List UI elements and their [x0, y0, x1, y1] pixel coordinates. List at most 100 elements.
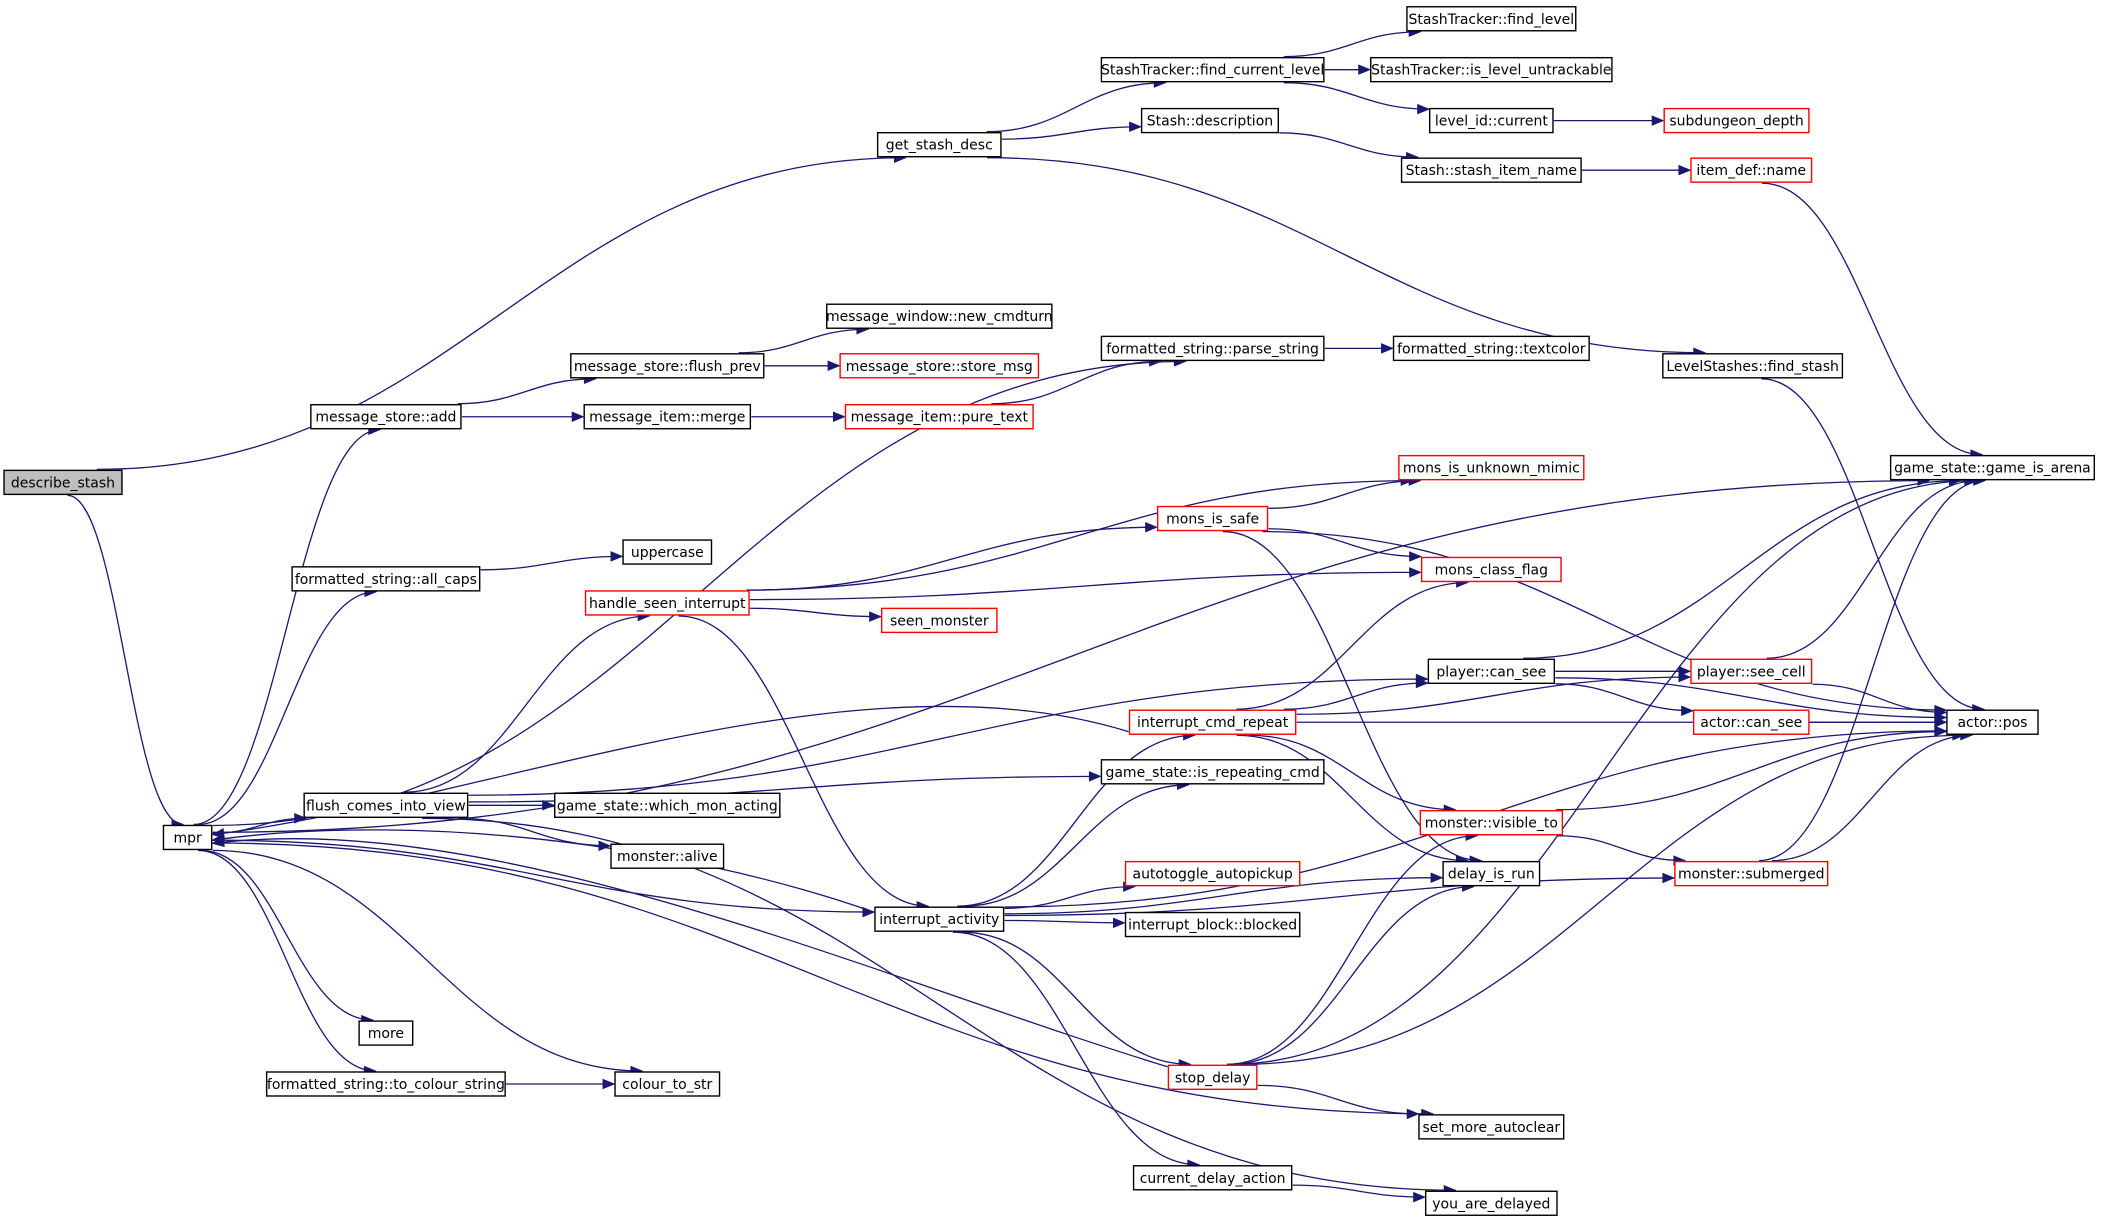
- node-pure_text[interactable]: message_item::pure_text: [844, 404, 1034, 430]
- node-item_def_name[interactable]: item_def::name: [1690, 157, 1813, 183]
- node-box[interactable]: [3, 469, 123, 496]
- node-store_msg[interactable]: message_store::store_msg: [839, 353, 1040, 379]
- node-mons_class_flag[interactable]: mons_class_flag: [1420, 556, 1562, 583]
- node-box[interactable]: [622, 539, 713, 565]
- node-box[interactable]: [1140, 107, 1279, 134]
- node-player_see_cell[interactable]: player::see_cell: [1690, 658, 1813, 685]
- node-box[interactable]: [1100, 335, 1325, 362]
- node-box[interactable]: [1690, 157, 1813, 183]
- node-box[interactable]: [570, 353, 765, 379]
- node-actor_can_see[interactable]: actor::can_see: [1692, 709, 1810, 735]
- node-set_more_autoclear[interactable]: set_more_autoclear: [1418, 1114, 1565, 1140]
- node-stash_description[interactable]: Stash::description: [1140, 107, 1279, 134]
- node-box[interactable]: [1370, 56, 1613, 83]
- node-box[interactable]: [1946, 709, 2039, 735]
- node-box[interactable]: [1156, 505, 1269, 532]
- node-box[interactable]: [1662, 353, 1844, 379]
- node-message_store_add[interactable]: message_store::add: [310, 404, 462, 430]
- node-colour_to_str[interactable]: colour_to_str: [614, 1071, 721, 1097]
- node-monster_alive[interactable]: monster::alive: [610, 843, 725, 869]
- node-box[interactable]: [310, 404, 462, 430]
- node-mons_is_safe[interactable]: mons_is_safe: [1156, 505, 1269, 532]
- node-autotoggle_autopickup[interactable]: autotoggle_autopickup: [1124, 860, 1301, 887]
- node-is_level_untrackable[interactable]: StashTracker::is_level_untrackable: [1370, 56, 1613, 83]
- node-mpr[interactable]: mpr: [162, 824, 213, 851]
- node-handle_seen_interrupt[interactable]: handle_seen_interrupt: [584, 590, 750, 616]
- node-game_is_arena[interactable]: game_state::game_is_arena: [1889, 454, 2096, 481]
- node-box[interactable]: [554, 792, 781, 818]
- node-level_current[interactable]: level_id::current: [1428, 107, 1554, 134]
- node-more[interactable]: more: [358, 1020, 414, 1046]
- node-find_level[interactable]: StashTracker::find_level: [1406, 6, 1577, 32]
- node-flush_comes_into_view[interactable]: flush_comes_into_view: [303, 792, 469, 818]
- node-box[interactable]: [1124, 860, 1301, 887]
- node-new_cmdturn[interactable]: message_window::new_cmdturn: [826, 303, 1053, 329]
- node-box[interactable]: [876, 132, 1002, 158]
- node-seen_monster[interactable]: seen_monster: [880, 607, 998, 634]
- node-box[interactable]: [1428, 107, 1554, 134]
- node-box[interactable]: [610, 843, 725, 869]
- node-box[interactable]: [583, 404, 752, 430]
- node-box[interactable]: [1100, 759, 1325, 785]
- node-box[interactable]: [1406, 6, 1577, 32]
- node-box[interactable]: [1167, 1064, 1258, 1090]
- node-delay_is_run[interactable]: delay_is_run: [1442, 860, 1541, 887]
- node-box[interactable]: [1132, 1165, 1293, 1191]
- node-interrupt_block_blocked[interactable]: interrupt_block::blocked: [1124, 911, 1301, 938]
- node-box[interactable]: [1674, 860, 1829, 887]
- node-find_current_level[interactable]: StashTracker::find_current_level: [1100, 56, 1325, 83]
- node-box[interactable]: [1419, 810, 1564, 836]
- node-uppercase[interactable]: uppercase: [622, 539, 713, 565]
- node-box[interactable]: [1124, 911, 1301, 938]
- node-box[interactable]: [839, 353, 1040, 379]
- node-current_delay_action[interactable]: current_delay_action: [1132, 1165, 1293, 1191]
- node-box[interactable]: [1889, 454, 2096, 481]
- node-textcolor[interactable]: formatted_string::textcolor: [1392, 335, 1590, 362]
- node-box[interactable]: [584, 590, 750, 616]
- node-box[interactable]: [265, 1071, 506, 1097]
- node-box[interactable]: [1398, 454, 1585, 481]
- node-to_colour_string[interactable]: formatted_string::to_colour_string: [265, 1071, 506, 1097]
- node-monster_submerged[interactable]: monster::submerged: [1674, 860, 1829, 887]
- node-box[interactable]: [880, 607, 998, 634]
- node-all_caps[interactable]: formatted_string::all_caps: [291, 566, 481, 592]
- node-get_stash_desc[interactable]: get_stash_desc: [876, 132, 1002, 158]
- node-monster_visible_to[interactable]: monster::visible_to: [1419, 810, 1564, 836]
- node-message_item_merge[interactable]: message_item::merge: [583, 404, 752, 430]
- node-you_are_delayed[interactable]: you_are_delayed: [1424, 1190, 1558, 1216]
- node-interrupt_cmd_repeat[interactable]: interrupt_cmd_repeat: [1128, 709, 1297, 735]
- node-find_stash[interactable]: LevelStashes::find_stash: [1662, 353, 1844, 379]
- node-subdungeon_depth[interactable]: subdungeon_depth: [1663, 107, 1810, 134]
- node-box[interactable]: [1692, 709, 1810, 735]
- node-box[interactable]: [303, 792, 469, 818]
- node-which_mon_acting[interactable]: game_state::which_mon_acting: [554, 792, 781, 818]
- node-describe_stash[interactable]: describe_stash: [3, 469, 123, 496]
- node-player_can_see[interactable]: player::can_see: [1427, 658, 1556, 685]
- node-box[interactable]: [1418, 1114, 1565, 1140]
- node-mons_is_unknown_mimic[interactable]: mons_is_unknown_mimic: [1398, 454, 1585, 481]
- node-box[interactable]: [1392, 335, 1590, 362]
- node-box[interactable]: [1100, 56, 1325, 83]
- node-box[interactable]: [1424, 1190, 1558, 1216]
- node-box[interactable]: [1427, 658, 1556, 685]
- node-box[interactable]: [162, 824, 213, 851]
- node-box[interactable]: [358, 1020, 414, 1046]
- node-parse_string[interactable]: formatted_string::parse_string: [1100, 335, 1325, 362]
- node-box[interactable]: [1663, 107, 1810, 134]
- node-is_repeating_cmd[interactable]: game_state::is_repeating_cmd: [1100, 759, 1325, 785]
- node-interrupt_activity[interactable]: interrupt_activity: [874, 906, 1005, 932]
- node-flush_prev[interactable]: message_store::flush_prev: [570, 353, 765, 379]
- node-box[interactable]: [826, 303, 1053, 329]
- node-actor_pos[interactable]: actor::pos: [1946, 709, 2039, 735]
- node-box[interactable]: [1442, 860, 1541, 887]
- node-box[interactable]: [1400, 157, 1582, 183]
- node-box[interactable]: [1690, 658, 1813, 685]
- node-box[interactable]: [874, 906, 1005, 932]
- node-box[interactable]: [614, 1071, 721, 1097]
- node-box[interactable]: [291, 566, 481, 592]
- node-box[interactable]: [1128, 709, 1297, 735]
- node-stop_delay[interactable]: stop_delay: [1167, 1064, 1258, 1090]
- node-stash_item_name[interactable]: Stash::stash_item_name: [1400, 157, 1582, 183]
- node-box[interactable]: [844, 404, 1034, 430]
- node-box[interactable]: [1420, 556, 1562, 583]
